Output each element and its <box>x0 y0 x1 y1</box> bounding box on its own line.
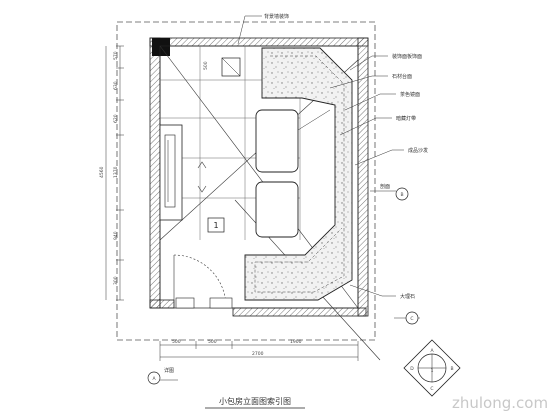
annotation-7: 大理石 <box>400 293 415 300</box>
annotation-4: 茶色镜面 <box>400 91 420 98</box>
left-dimension-labels: 570 630 620 1370 940 300 4560 <box>99 51 119 285</box>
title-text: 小包房立面图索引图 <box>219 396 291 406</box>
svg-text:500: 500 <box>203 61 209 70</box>
dim-bottom-total: 2700 <box>252 351 264 357</box>
bottom-dimension-chain <box>159 341 359 361</box>
sofa <box>244 47 353 301</box>
coffee-tables <box>255 109 331 238</box>
annotations: 背景墙装饰 装饰面板饰面 石材台面 茶色镜面 暗藏灯带 成品沙发 大理石 <box>264 13 428 300</box>
direction-arrows <box>197 161 207 193</box>
drawing-title: 小包房立面图索引图 <box>205 396 305 409</box>
dim-left-2: 630 <box>113 81 119 90</box>
dim-bottom-2: 500 <box>208 339 217 345</box>
dim-bottom-3: 1900 <box>290 339 302 345</box>
bottom-dimension-labels: 500 500 1900 2700 <box>172 339 302 357</box>
annotation-5: 暗藏灯带 <box>396 115 416 122</box>
small-label-2: 详图 <box>164 367 174 374</box>
index-symbol: A B C D 1 <box>403 339 461 397</box>
dim-left-4: 1370 <box>113 166 119 178</box>
dim-left-3: 620 <box>113 114 119 123</box>
annotation-1: 背景墙装饰 <box>264 13 289 20</box>
annotation-leaders <box>237 15 404 297</box>
index-center: 1 <box>431 368 434 374</box>
dim-left-1: 570 <box>113 51 119 60</box>
annotation-3: 石材台面 <box>392 73 412 80</box>
dim-bottom-1: 500 <box>172 339 181 345</box>
outer-boundary <box>116 21 376 341</box>
left-dimension-chain <box>105 45 124 301</box>
watermark-text: zhulong.com <box>452 394 548 412</box>
index-letter-a: A <box>430 348 434 354</box>
section-mark-a: A <box>152 376 156 382</box>
index-letter-b: B <box>450 366 453 372</box>
section-mark-b: B <box>400 192 403 198</box>
dim-left-5: 940 <box>113 231 119 240</box>
annotation-2: 装饰面板饰面 <box>392 53 422 60</box>
section-mark-c: C <box>410 316 413 322</box>
tv-cabinet <box>159 124 183 221</box>
index-letter-c: C <box>430 386 433 392</box>
annotation-6: 成品沙发 <box>408 147 428 154</box>
dim-left-6: 300 <box>113 276 119 285</box>
side-table: 500 <box>203 57 241 77</box>
room-number: 1 <box>213 221 218 230</box>
room-number-tag: 1 <box>207 217 225 233</box>
dim-left-total: 4560 <box>99 166 105 178</box>
section-marks: 剖面 B C A 详图 <box>147 183 420 385</box>
index-letter-d: D <box>410 366 414 372</box>
small-label-1: 剖面 <box>380 183 390 190</box>
watermark: zhulong.com <box>452 394 548 412</box>
door <box>173 254 233 309</box>
